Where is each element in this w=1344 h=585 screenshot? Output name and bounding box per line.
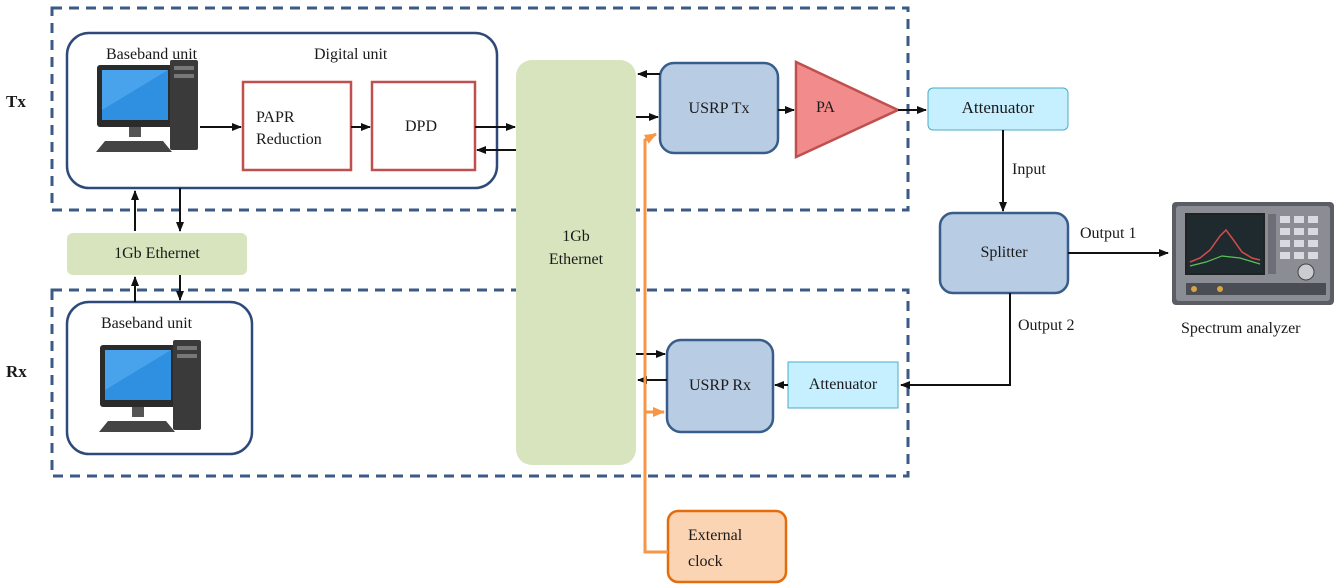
usrp-tx-label: USRP Tx: [688, 100, 750, 117]
external-clock-block: [666, 509, 788, 584]
input-label: Input: [1012, 161, 1046, 178]
papr-label-line1: PAPR: [256, 109, 295, 126]
spectrum-analyzer-label: Spectrum analyzer: [1181, 320, 1301, 337]
papr-label-line2: Reduction: [256, 131, 322, 148]
dpd-label: DPD: [405, 118, 438, 135]
output2-label: Output 2: [1018, 317, 1075, 334]
baseband-unit-tx-label: Baseband unit: [106, 46, 198, 63]
attenuator-tx-block: [927, 87, 1069, 131]
dpd-block: [370, 80, 477, 172]
computer-icon: [99, 340, 201, 432]
external-clock-label-line2: clock: [688, 553, 723, 570]
ethernet-small-label: 1Gb Ethernet: [114, 245, 200, 262]
usrp-tx-block: [658, 61, 780, 155]
output1-label: Output 1: [1080, 225, 1137, 242]
ethernet-big-label-line2: Ethernet: [548, 251, 604, 268]
ethernet-small-block: [67, 233, 247, 275]
rx-section-frame: [50, 288, 910, 478]
pa-label: PA: [816, 99, 835, 116]
digital-unit-label: Digital unit: [314, 46, 388, 63]
pa-amplifier: [794, 60, 901, 159]
rx-label: Rx: [6, 362, 27, 381]
spectrum-analyzer-icon: [1172, 202, 1334, 305]
usrp-rx-label: USRP Rx: [688, 377, 752, 394]
attenuator-rx-block: [787, 361, 899, 409]
ethernet-big-block: [516, 60, 636, 465]
baseband-unit-rx-label: Baseband unit: [101, 315, 193, 332]
attenuator-tx-label: Attenuator: [961, 98, 1035, 117]
computer-icon: [96, 60, 198, 152]
papr-reduction-block: [241, 80, 353, 172]
tx-label: Tx: [6, 92, 26, 111]
usrp-rx-block: [665, 338, 775, 434]
ethernet-big-label-line1: 1Gb: [562, 228, 590, 245]
splitter-label: Splitter: [980, 244, 1028, 261]
external-clock-label-line1: External: [688, 527, 743, 544]
attenuator-rx-label: Attenuator: [808, 376, 878, 393]
